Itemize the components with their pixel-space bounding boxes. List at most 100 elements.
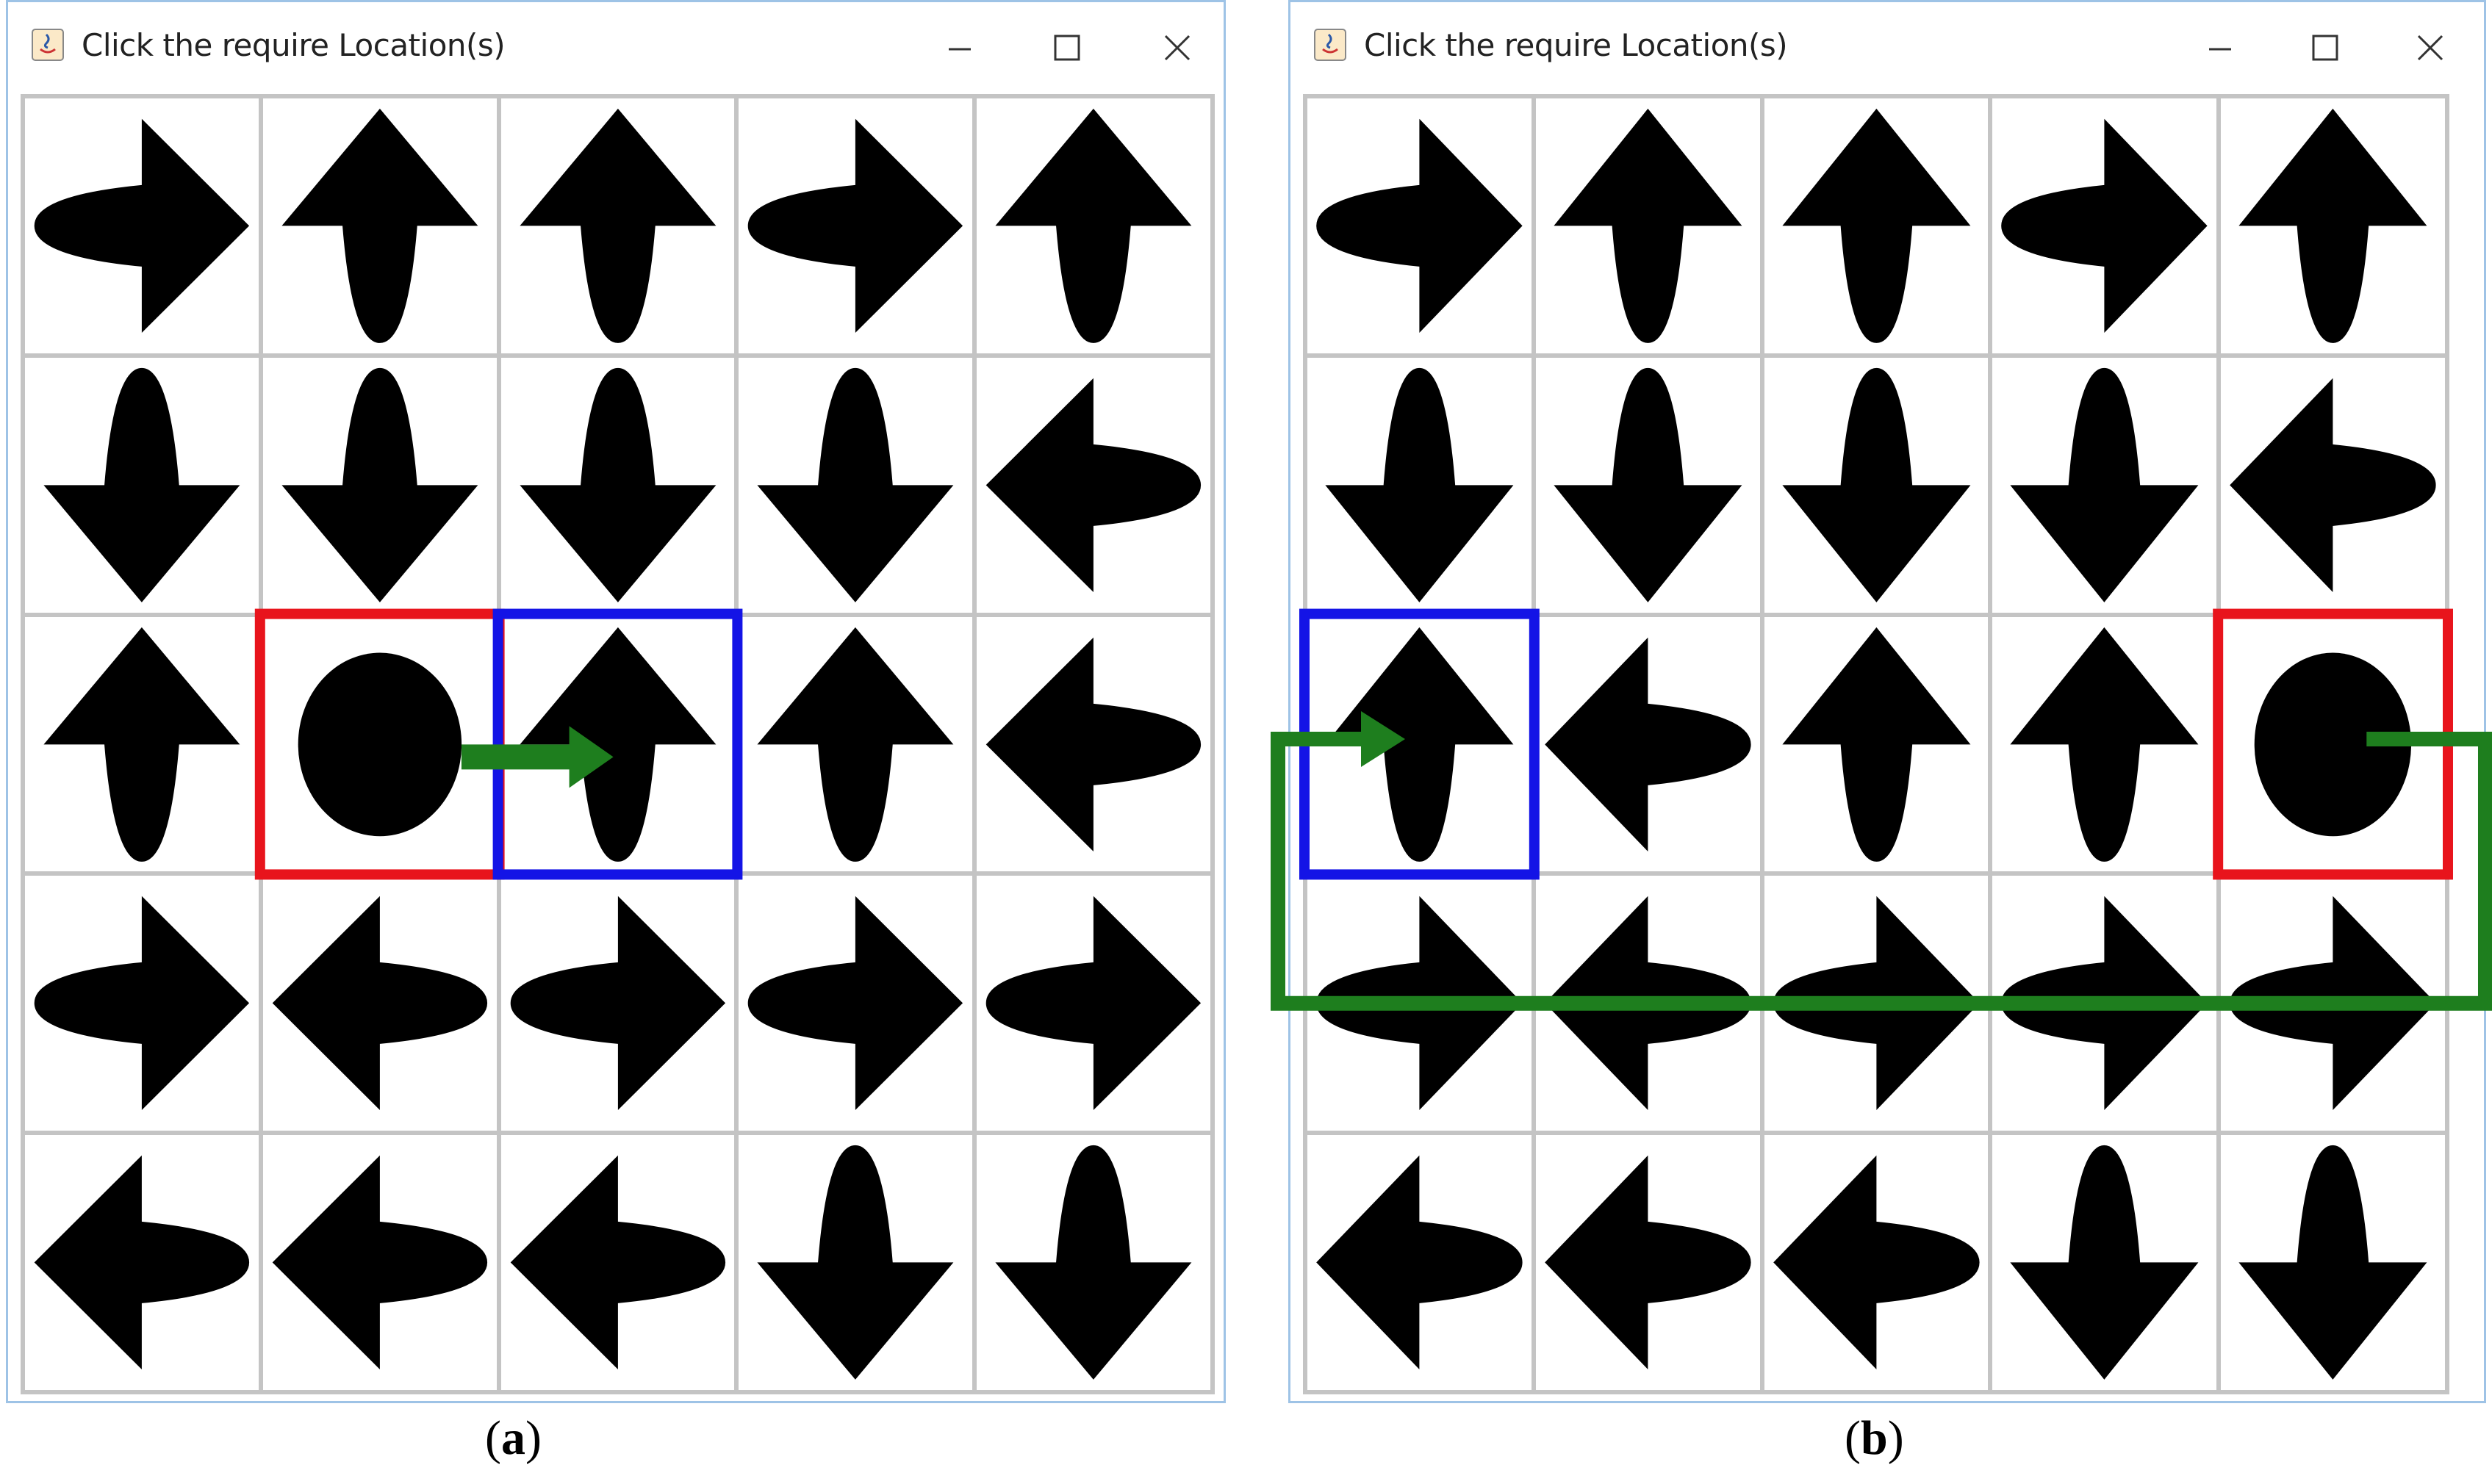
- title-bar: Click the require Location(s): [1290, 2, 2484, 94]
- grid-cell[interactable]: [1307, 357, 1532, 613]
- arrow-up-icon: [1554, 108, 1742, 343]
- arrow-down-icon: [757, 1145, 954, 1380]
- arrow-down-icon: [1554, 367, 1742, 602]
- grid-cell[interactable]: [1307, 876, 1532, 1131]
- grid-cell[interactable]: [2221, 876, 2445, 1131]
- grid-cell[interactable]: [500, 1135, 735, 1390]
- grid-cell[interactable]: [262, 876, 497, 1131]
- grid-cell[interactable]: [977, 357, 1210, 613]
- java-app-icon: [1314, 29, 1346, 61]
- grid-cell[interactable]: [2221, 616, 2445, 872]
- grid-cell[interactable]: [977, 616, 1210, 872]
- arrow-up-icon: [2010, 627, 2199, 862]
- minimize-icon[interactable]: [2187, 18, 2253, 77]
- grid-cell[interactable]: [262, 357, 497, 613]
- circle-icon: [298, 652, 462, 836]
- arrow-left-icon: [985, 637, 1202, 851]
- arrow-right-icon: [1316, 118, 1523, 334]
- grid-cell[interactable]: [1535, 616, 1760, 872]
- grid-cell[interactable]: [977, 876, 1210, 1131]
- arrow-up-icon: [1781, 108, 1971, 343]
- grid-cell[interactable]: [1307, 98, 1532, 353]
- grid-cell[interactable]: [739, 1135, 973, 1390]
- grid-cell[interactable]: [739, 876, 973, 1131]
- grid-cell[interactable]: [262, 1135, 497, 1390]
- arrow-up-icon: [1781, 627, 1971, 862]
- grid-cell[interactable]: [1764, 876, 1989, 1131]
- grid-cell[interactable]: [739, 357, 973, 613]
- grid-cell[interactable]: [2221, 1135, 2445, 1390]
- maximize-icon[interactable]: [2291, 18, 2358, 77]
- arrow-right-icon: [748, 896, 963, 1111]
- arrow-left-icon: [1544, 1155, 1751, 1370]
- arrow-left-icon: [272, 896, 487, 1111]
- arrow-down-icon: [1781, 367, 1971, 602]
- arrow-right-icon: [34, 118, 250, 334]
- arrow-up-icon: [1325, 627, 1514, 862]
- grid-cell[interactable]: [25, 1135, 259, 1390]
- grid-cell[interactable]: [977, 1135, 1210, 1390]
- grid-cell[interactable]: [1992, 1135, 2217, 1390]
- maximize-icon[interactable]: [1033, 18, 1099, 77]
- caption-a: (a): [485, 1411, 542, 1465]
- close-icon[interactable]: [1143, 18, 1210, 77]
- arrow-right-icon: [1773, 896, 1980, 1111]
- arrow-right-icon: [2230, 896, 2436, 1111]
- close-icon[interactable]: [2396, 18, 2463, 77]
- grid-cell[interactable]: [1992, 357, 2217, 613]
- arrow-down-icon: [520, 367, 716, 602]
- grid-cell[interactable]: [977, 98, 1210, 353]
- grid-cell[interactable]: [262, 98, 497, 353]
- arrow-left-icon: [1316, 1155, 1523, 1370]
- grid-cell[interactable]: [1992, 876, 2217, 1131]
- arrow-left-icon: [510, 1155, 725, 1370]
- grid-cell[interactable]: [262, 616, 497, 872]
- window-a: Click the require Location(s): [6, 0, 1226, 1403]
- title-bar: Click the require Location(s): [8, 2, 1224, 94]
- arrow-down-icon: [757, 367, 954, 602]
- circle-icon: [2254, 652, 2412, 836]
- grid-cell[interactable]: [1535, 357, 1760, 613]
- grid-cell[interactable]: [500, 616, 735, 872]
- arrow-up-icon: [520, 627, 716, 862]
- arrow-left-icon: [272, 1155, 487, 1370]
- arrow-right-icon: [510, 896, 725, 1111]
- minimize-icon[interactable]: [927, 18, 993, 77]
- grid-cell[interactable]: [25, 357, 259, 613]
- grid-cell[interactable]: [1764, 616, 1989, 872]
- grid-cell[interactable]: [25, 616, 259, 872]
- arrow-up-icon: [2238, 108, 2427, 343]
- grid-cell[interactable]: [2221, 357, 2445, 613]
- grid-cell[interactable]: [1764, 1135, 1989, 1390]
- grid-cell[interactable]: [1307, 616, 1532, 872]
- arrow-right-icon: [34, 896, 250, 1111]
- grid-cell[interactable]: [2221, 98, 2445, 353]
- arrow-down-icon: [281, 367, 478, 602]
- grid-cell[interactable]: [500, 876, 735, 1131]
- grid-cell[interactable]: [1992, 98, 2217, 353]
- arrow-down-icon: [2238, 1145, 2427, 1380]
- arrow-left-icon: [2230, 378, 2436, 592]
- arrow-grid: [1303, 94, 2449, 1394]
- arrow-up-icon: [520, 108, 716, 343]
- window-title: Click the require Location(s): [82, 27, 506, 63]
- grid-cell[interactable]: [1764, 98, 1989, 353]
- arrow-up-icon: [995, 108, 1192, 343]
- grid-cell[interactable]: [1764, 357, 1989, 613]
- grid-cell[interactable]: [500, 357, 735, 613]
- arrow-right-icon: [1316, 896, 1523, 1111]
- grid-cell[interactable]: [739, 616, 973, 872]
- arrow-up-icon: [281, 108, 478, 343]
- arrow-left-icon: [1544, 637, 1751, 851]
- grid-cell[interactable]: [25, 876, 259, 1131]
- grid-cell[interactable]: [1535, 1135, 1760, 1390]
- grid-cell[interactable]: [1535, 98, 1760, 353]
- grid-cell[interactable]: [1992, 616, 2217, 872]
- grid-cell[interactable]: [1307, 1135, 1532, 1390]
- arrow-left-icon: [1544, 896, 1751, 1111]
- grid-cell[interactable]: [500, 98, 735, 353]
- grid-cell[interactable]: [1535, 876, 1760, 1131]
- grid-cell[interactable]: [739, 98, 973, 353]
- arrow-left-icon: [1773, 1155, 1980, 1370]
- grid-cell[interactable]: [25, 98, 259, 353]
